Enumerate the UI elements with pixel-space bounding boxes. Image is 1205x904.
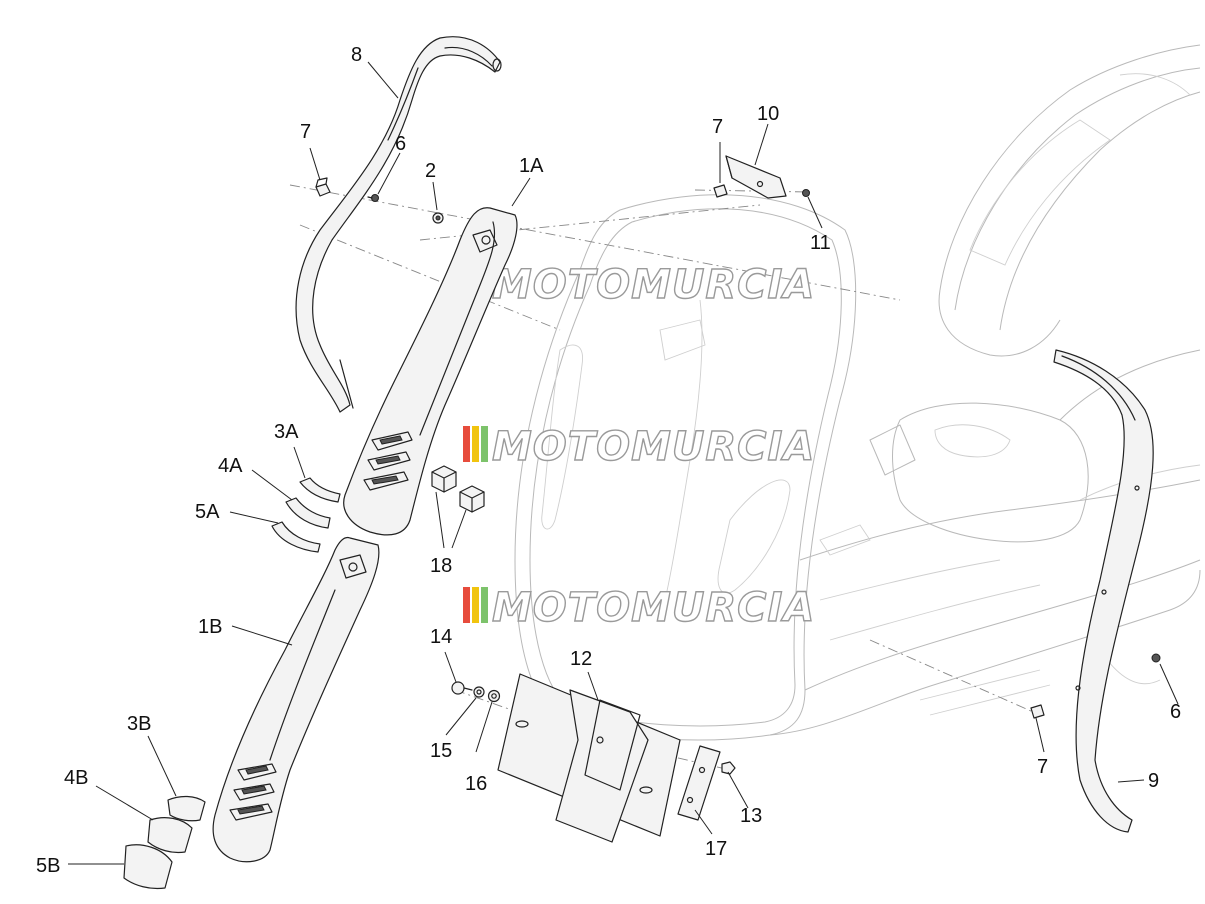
part-18-rubber-blocks (431, 465, 485, 513)
part-12-mounting-plate (497, 673, 681, 843)
part-17-bracket (677, 745, 721, 821)
part-16-washer (487, 689, 501, 703)
part-9-shield-trim-right (1053, 349, 1154, 833)
callout-12: 12 (570, 648, 592, 670)
part-8-shield-trim-left (295, 36, 502, 413)
callout-5B: 5B (36, 855, 60, 877)
callout-7-right: 7 (1037, 756, 1048, 778)
callout-3B: 3B (127, 713, 151, 735)
callout-6-left: 6 (395, 133, 406, 155)
callout-13: 13 (740, 805, 762, 827)
leader-lines (68, 61, 1179, 865)
callout-11: 11 (810, 232, 831, 254)
part-7-clip-right (1030, 704, 1045, 719)
callout-10: 10 (757, 103, 779, 125)
callout-18: 18 (430, 555, 452, 577)
callout-4B: 4B (64, 767, 88, 789)
watermark-top: MOTOMURCIA (463, 261, 815, 309)
watermark-middle: MOTOMURCIA (463, 423, 815, 471)
callout-labels: 8 7 6 2 1A 7 10 11 3A 4A 5A 18 1B 3B 4B … (36, 44, 1181, 877)
callout-1A: 1A (519, 155, 544, 177)
part-13-nut (721, 761, 736, 775)
watermark-text: MOTOMURCIA (492, 424, 815, 470)
part-4B-vent-trim (147, 817, 193, 854)
callout-17: 17 (705, 838, 727, 860)
part-6-screw-left (367, 194, 379, 202)
watermark-bottom: MOTOMURCIA (463, 584, 815, 632)
callout-8: 8 (351, 44, 362, 66)
callout-7-top: 7 (712, 116, 723, 138)
callout-2: 2 (425, 160, 436, 182)
part-7-clip-left (315, 177, 331, 197)
callout-9: 9 (1148, 770, 1159, 792)
callout-1B: 1B (198, 616, 222, 638)
watermark-text: MOTOMURCIA (492, 585, 815, 631)
callout-5A: 5A (195, 501, 220, 523)
part-5B-vent-trim (123, 844, 173, 890)
part-1A-horn-cover-upper (343, 207, 518, 536)
callout-6-right: 6 (1170, 701, 1181, 723)
callout-7-left: 7 (300, 121, 311, 143)
part-6-screw-right (1151, 653, 1161, 663)
part-15-washer (473, 686, 485, 698)
watermark-text: MOTOMURCIA (492, 262, 815, 308)
part-11-screw (802, 189, 810, 197)
part-14-screw (451, 681, 473, 695)
part-5A-vent-trim (271, 521, 321, 553)
callout-3A: 3A (274, 421, 299, 443)
callout-16: 16 (465, 773, 487, 795)
part-3A-vent-trim (299, 477, 341, 503)
callout-14: 14 (430, 626, 452, 648)
part-3B-vent-trim (167, 795, 206, 822)
part-4A-vent-trim (285, 497, 331, 529)
callout-15: 15 (430, 740, 452, 762)
part-10-bracket (725, 155, 787, 199)
part-2-screw (432, 212, 444, 224)
part-7-clip-top (713, 184, 728, 198)
part-1B-horn-cover-lower (212, 536, 380, 863)
callout-4A: 4A (218, 455, 243, 477)
